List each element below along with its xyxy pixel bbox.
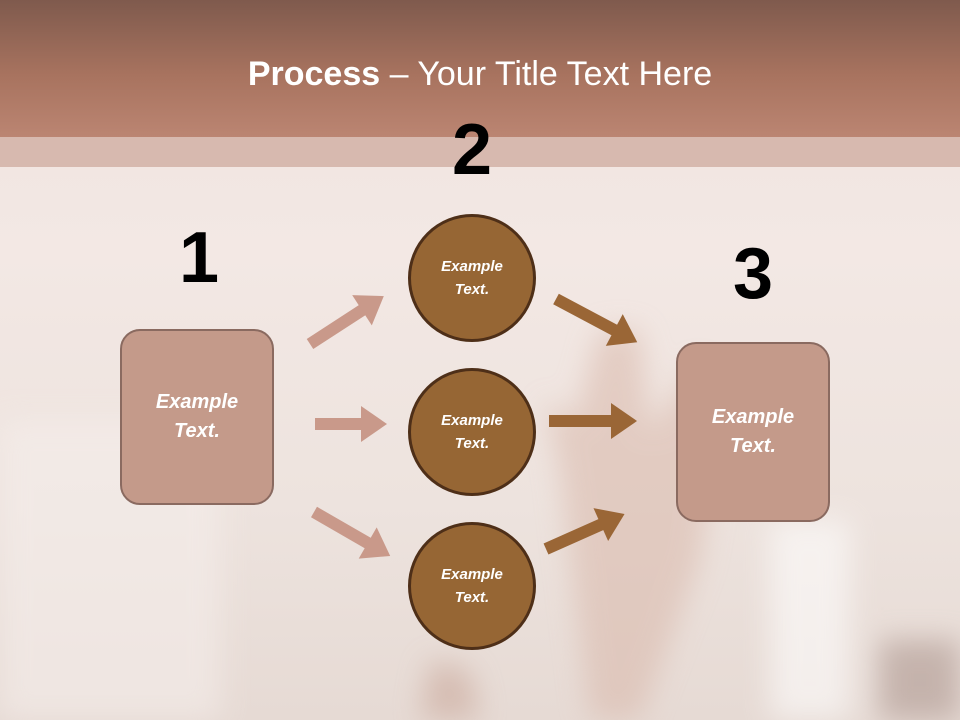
step-number-1: 1 bbox=[178, 218, 220, 298]
left-box-label: Example Text. bbox=[155, 391, 239, 442]
title-rest: – Your Title Text Here bbox=[380, 55, 713, 93]
right-process-box: Example Text. bbox=[676, 342, 830, 522]
circle-middle-label: Example Text. bbox=[441, 412, 503, 452]
step-number-3: 3 bbox=[732, 234, 774, 314]
right-box-label: Example Text. bbox=[711, 406, 795, 457]
arrow-top-to-right bbox=[553, 293, 638, 346]
circle-top: Example Text. bbox=[408, 214, 536, 342]
circle-bottom: Example Text. bbox=[408, 522, 536, 650]
arrow-left-to-bottom bbox=[311, 506, 391, 559]
circle-bottom-label: Example Text. bbox=[441, 566, 503, 606]
arrow-left-to-middle bbox=[315, 406, 387, 442]
arrow-left-to-top bbox=[306, 295, 384, 350]
slide-title: Process – Your Title Text Here bbox=[0, 52, 960, 96]
left-process-box: Example Text. bbox=[120, 329, 274, 505]
arrows-dark bbox=[543, 293, 638, 555]
arrow-bottom-to-right bbox=[543, 508, 625, 555]
circle-top-label: Example Text. bbox=[441, 258, 503, 298]
title-bold: Process bbox=[247, 55, 381, 93]
step-number-2: 2 bbox=[451, 110, 493, 190]
title-strip bbox=[0, 137, 960, 167]
arrow-middle-to-right bbox=[549, 403, 637, 439]
circle-middle: Example Text. bbox=[408, 368, 536, 496]
arrows-light bbox=[306, 295, 391, 559]
title-band bbox=[0, 0, 960, 137]
